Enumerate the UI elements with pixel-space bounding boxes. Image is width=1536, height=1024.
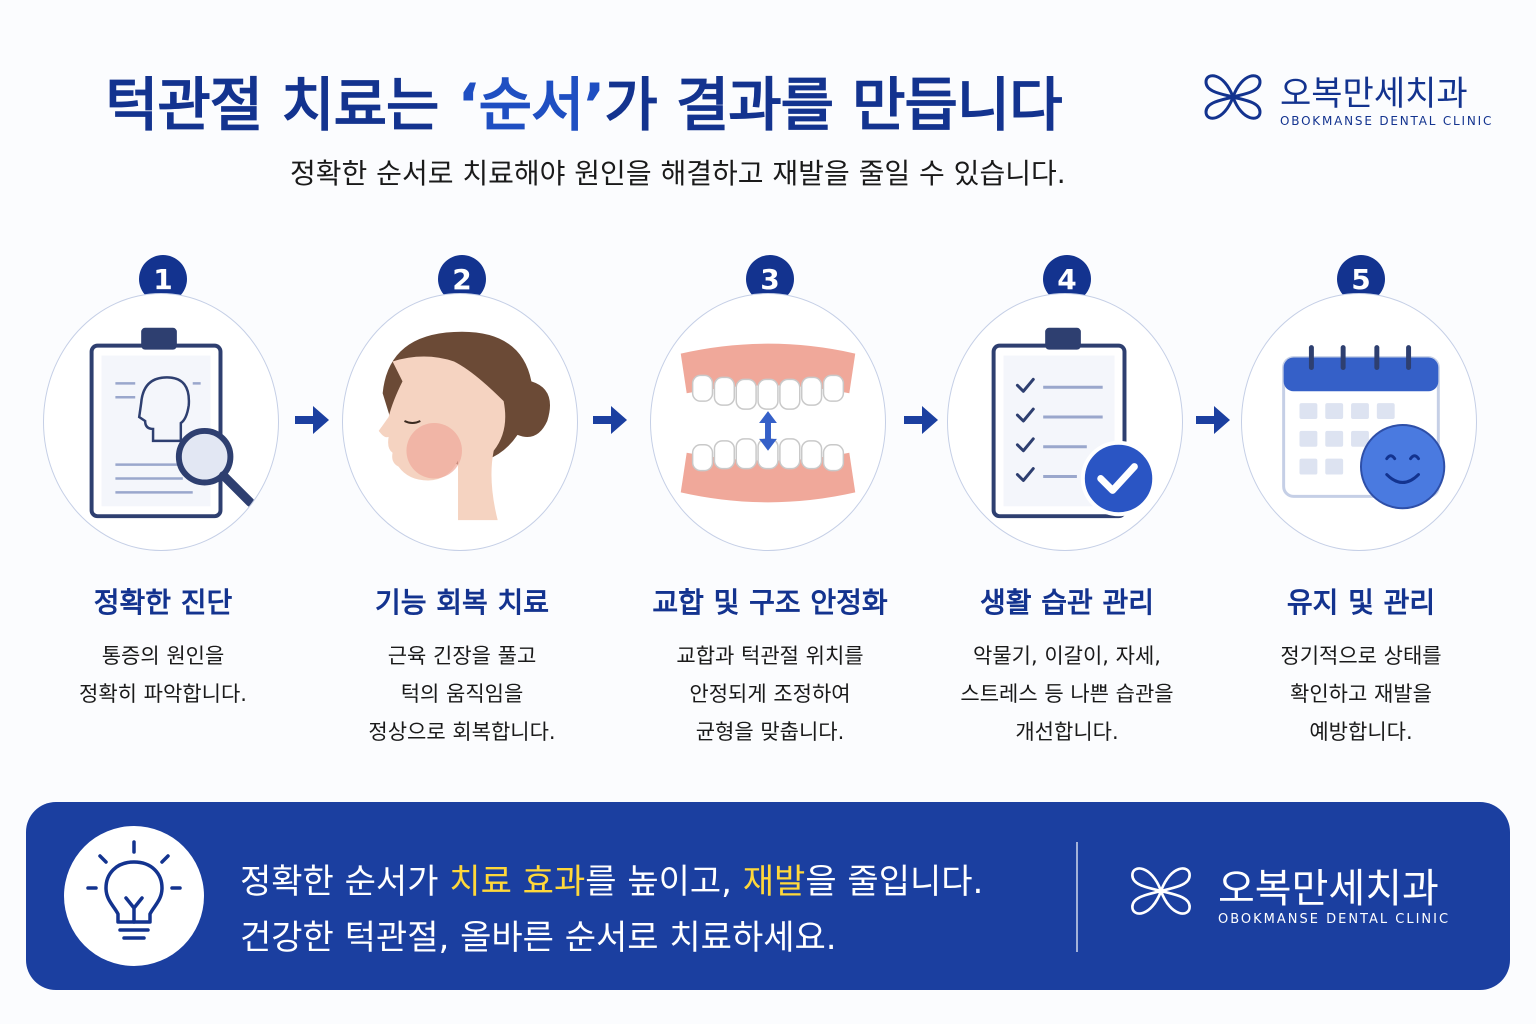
step-description: 정기적으로 상태를 확인하고 재발을 예방합니다. (1211, 637, 1511, 751)
step-title: 기능 회복 치료 (374, 586, 550, 619)
step-description-line: 턱의 움직임을 (400, 682, 524, 706)
summary-banner: 정확한 순서가 치료 효과를 높이고, 재발을 줄입니다. 건강한 턱관절, 올… (26, 802, 1510, 990)
banner-text: 을 줄입니다. (805, 862, 984, 902)
step-illustration (43, 293, 279, 551)
step-description-line: 교합과 턱관절 위치를 (676, 644, 864, 668)
step-illustration (650, 293, 886, 551)
banner-text: 정확한 순서가 (240, 862, 450, 902)
page-title: 턱관절 치료는 ‘순서’가 결과를 만듭니다 (105, 58, 1063, 142)
step-title: 정확한 진단 (93, 586, 233, 619)
lightbulb-icon (86, 840, 182, 940)
step-description-line: 안정되게 조정하여 (689, 682, 851, 706)
step-description-line: 정기적으로 상태를 (1280, 644, 1442, 668)
step-description-line: 개선합니다. (1015, 720, 1119, 744)
page-subtitle: 정확한 순서로 치료해야 원인을 해결하고 재발을 줄일 수 있습니다. (290, 157, 1066, 190)
step-description-line: 정상으로 회복합니다. (368, 720, 556, 744)
step-description: 악물기, 이갈이, 자세, 스트레스 등 나쁜 습관을 개선합니다. (917, 637, 1217, 751)
step-description-line: 예방합니다. (1309, 720, 1413, 744)
step-description: 통증의 원인을 정확히 파악합니다. (13, 637, 313, 713)
lightbulb-badge (64, 826, 204, 966)
title-accent: ‘순서’ (457, 71, 606, 139)
step-illustration (1241, 293, 1477, 551)
banner-divider (1076, 842, 1078, 952)
clinic-logo[interactable]: 오복만세치과 OBOKMANSE DENTAL CLINIC (1200, 62, 1500, 132)
banner-text: 를 높이고, (585, 862, 743, 902)
arrow-right-icon (295, 406, 329, 434)
face-profile-icon (378, 331, 551, 521)
clinic-name: 오복만세치과 (1218, 866, 1439, 912)
arrow-right-icon (904, 406, 938, 434)
checklist-icon (991, 327, 1157, 519)
step-description-line: 통증의 원인을 (101, 644, 225, 668)
step-description: 교합과 턱관절 위치를 안정되게 조정하여 균형을 맞춥니다. (620, 637, 920, 751)
teeth-occlusion-icon (680, 343, 856, 503)
step-description-line: 악물기, 이갈이, 자세, (973, 644, 1161, 668)
title-part-1: 턱관절 치료는 (105, 71, 458, 139)
arrow-right-icon (1196, 406, 1230, 434)
step-description: 근육 긴장을 풀고 턱의 움직임을 정상으로 회복합니다. (312, 637, 612, 751)
step-description-line: 확인하고 재발을 (1290, 682, 1432, 706)
step-title: 교합 및 구조 안정화 (652, 586, 888, 619)
title-part-2: 가 결과를 만듭니다 (604, 71, 1062, 139)
step-title: 생활 습관 관리 (979, 586, 1155, 619)
calendar-smile-icon (1282, 345, 1446, 510)
step-illustration (947, 293, 1183, 551)
step-description-line: 정확히 파악합니다. (79, 682, 247, 706)
butterfly-flower-icon (1204, 74, 1262, 120)
step-description-line: 근육 긴장을 풀고 (387, 644, 537, 668)
banner-line-1: 정확한 순서가 치료 효과를 높이고, 재발을 줄입니다. (240, 854, 983, 903)
clinic-english-name: OBOKMANSE DENTAL CLINIC (1280, 114, 1494, 128)
banner-highlight: 재발 (742, 862, 806, 902)
clipboard-magnifier-icon (89, 327, 255, 519)
step-description-line: 스트레스 등 나쁜 습관을 (960, 682, 1174, 706)
butterfly-flower-icon (1131, 867, 1191, 915)
arrow-right-icon (593, 406, 627, 434)
step-description-line: 균형을 맞춥니다. (695, 720, 845, 744)
clinic-english-name: OBOKMANSE DENTAL CLINIC (1218, 912, 1451, 927)
banner-line-2: 건강한 턱관절, 올바른 순서로 치료하세요. (240, 918, 837, 958)
banner-highlight: 치료 효과 (449, 862, 586, 902)
step-illustration (342, 293, 578, 551)
step-title: 유지 및 관리 (1286, 586, 1436, 619)
clinic-name: 오복만세치과 (1280, 74, 1468, 114)
banner-clinic-logo[interactable]: 오복만세치과 OBOKMANSE DENTAL CLINIC (1126, 852, 1466, 942)
